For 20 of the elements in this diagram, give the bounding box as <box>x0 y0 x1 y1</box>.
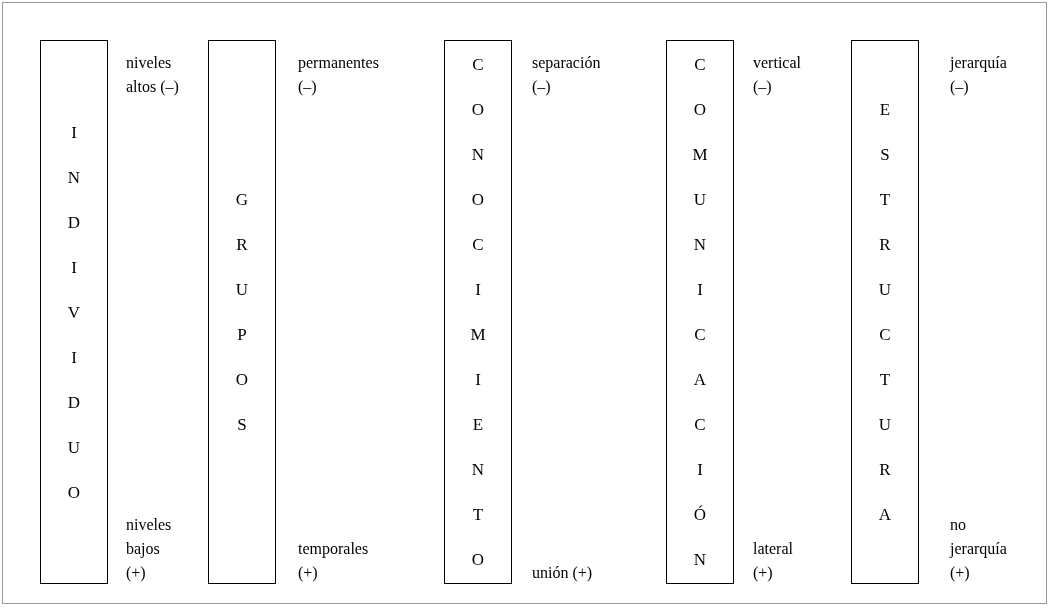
bottom-note: no jerarquía (+) <box>950 515 1008 584</box>
box-title: CONOCIMIENTO <box>469 54 487 595</box>
top-note: permanentes (–) <box>298 53 380 98</box>
vertical-box <box>851 40 919 584</box>
vertical-box <box>666 40 734 584</box>
top-note: jerarquía (–) <box>950 53 1008 98</box>
bottom-note: lateral (+) <box>753 539 794 584</box>
top-note: separación (–) <box>532 53 602 98</box>
box-title: GRUPOS <box>233 189 251 460</box>
bottom-note: unión (+) <box>532 563 594 584</box>
vertical-box <box>444 40 512 584</box>
box-title: INDIVIDUO <box>65 121 83 528</box>
top-note: niveles altos (–) <box>126 53 180 98</box>
box-title: COMUNICACIÓN <box>691 54 709 595</box>
bottom-note: temporales (+) <box>298 539 370 584</box>
bottom-note: niveles bajos (+) <box>126 515 173 584</box>
box-title: ESTRUCTURA <box>876 99 894 550</box>
vertical-box <box>208 40 276 584</box>
top-note: vertical (–) <box>753 53 802 98</box>
vertical-box <box>40 40 108 584</box>
